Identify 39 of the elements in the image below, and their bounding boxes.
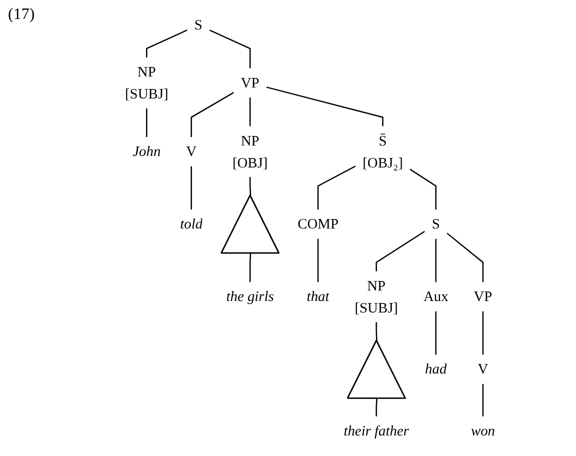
connector	[317, 165, 356, 210]
example-number: (17)	[8, 6, 35, 24]
connector	[376, 322, 378, 341]
connector	[376, 398, 378, 417]
node-text: VP	[240, 74, 260, 91]
node-text: had	[425, 361, 447, 378]
connector	[146, 29, 188, 58]
node-text: Aux	[423, 288, 448, 305]
connector	[435, 238, 436, 283]
connector	[376, 230, 426, 272]
connector	[266, 86, 384, 127]
connector	[446, 232, 484, 283]
connector	[249, 253, 252, 283]
connector	[482, 383, 484, 417]
node-text: NP [SUBJ]	[354, 278, 398, 316]
node-text: S	[432, 216, 440, 232]
connector	[482, 310, 484, 356]
node-text: NP [SUBJ]	[125, 64, 168, 102]
connector	[249, 97, 251, 127]
node-text: S	[194, 16, 202, 33]
node-text: that	[306, 288, 330, 305]
node-text: won	[470, 422, 495, 439]
node-text: V	[478, 361, 488, 378]
connector	[190, 92, 234, 138]
node-text: their father	[344, 422, 410, 439]
node-text: NP [OBJ]	[232, 132, 268, 170]
node-text: V	[186, 143, 197, 160]
node-text: S̄ [OBJ₂]	[362, 132, 403, 170]
node-text: VP	[474, 288, 492, 305]
node-text: John	[132, 143, 161, 160]
connector	[208, 29, 251, 69]
connector	[435, 310, 436, 356]
connector	[190, 166, 192, 210]
node-text: told	[180, 216, 203, 232]
connector	[317, 238, 319, 283]
node-text: the girls	[226, 288, 274, 305]
node-text: COMP	[298, 216, 338, 232]
connector	[249, 176, 252, 196]
connector	[146, 108, 148, 138]
